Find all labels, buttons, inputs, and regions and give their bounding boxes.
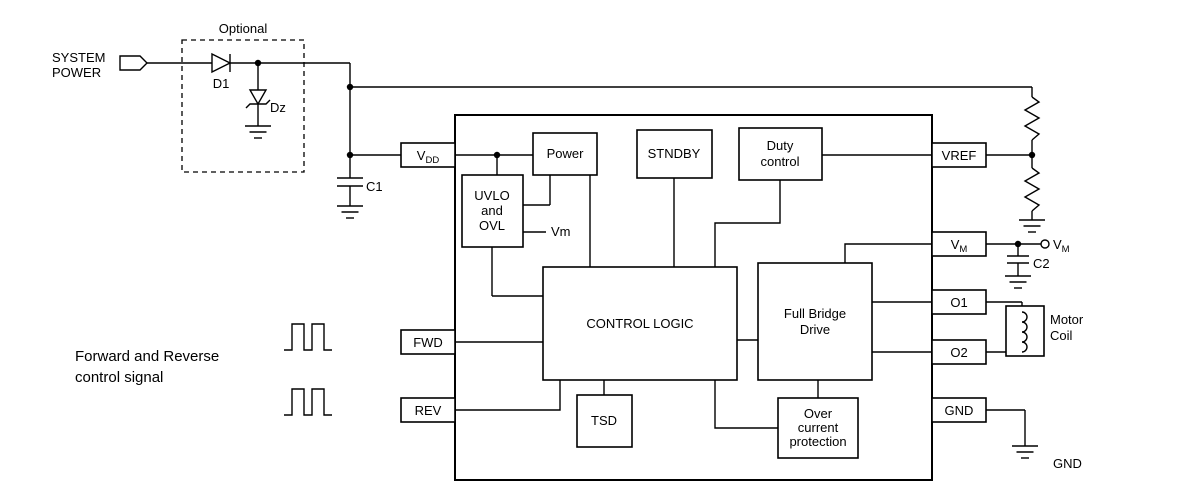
vm-terminal-circle xyxy=(1040,239,1050,249)
pin-fwd xyxy=(400,329,456,355)
tsd-block xyxy=(576,394,633,448)
fwd-pulse-waveform xyxy=(284,323,332,351)
uvlo-block-label-line1: UVLO xyxy=(474,188,509,203)
full-bridge-label-line1: Full Bridge xyxy=(784,306,846,321)
rev-pulse-waveform xyxy=(284,388,332,416)
capacitor-c1 xyxy=(337,155,363,206)
dz-label: Dz xyxy=(270,100,286,115)
system-power-connector xyxy=(119,55,148,71)
pin-o1-label: O1 xyxy=(950,295,967,310)
pin-vdd xyxy=(400,142,456,168)
ocp-block-label-line2: current xyxy=(798,420,839,435)
text-labels: Optional SYSTEM POWER D1 Dz C1 VDD FWD R… xyxy=(52,21,1084,471)
pin-vdd-label: VDD xyxy=(417,148,440,166)
stndby-block-label: STNDBY xyxy=(648,146,701,161)
pin-o2 xyxy=(931,339,987,365)
gnd-external-label: GND xyxy=(1053,456,1082,471)
pin-vm xyxy=(931,231,987,257)
uvlo-block-label-line3: OVL xyxy=(479,218,505,233)
c1-label: C1 xyxy=(366,179,383,194)
vm-node-label: Vm xyxy=(551,224,571,239)
optional-label: Optional xyxy=(219,21,268,36)
system-power-label-line2: POWER xyxy=(52,65,101,80)
d1-label: D1 xyxy=(213,76,230,91)
pin-fwd-label: FWD xyxy=(413,335,443,350)
motor-label-line1: Motor xyxy=(1050,312,1084,327)
stndby-block xyxy=(636,129,713,179)
power-block-label: Power xyxy=(547,146,585,161)
pin-vref xyxy=(931,142,987,168)
motor-label-line2: Coil xyxy=(1050,328,1073,343)
optional-region-box xyxy=(181,39,305,173)
internal-blocks xyxy=(461,127,873,459)
tsd-block-label: TSD xyxy=(591,413,617,428)
pin-vm-label: VM xyxy=(951,237,968,255)
pulse-waveforms xyxy=(284,323,332,416)
control-logic-label: CONTROL LOGIC xyxy=(586,316,693,331)
capacitor-c2 xyxy=(1007,255,1029,264)
pin-rev-label: REV xyxy=(415,403,442,418)
ground-divider xyxy=(1018,219,1046,233)
duty-block-label-line1: Duty xyxy=(767,138,794,153)
duty-control-block xyxy=(738,127,823,181)
full-bridge-drive-block xyxy=(757,262,873,381)
diode-d1 xyxy=(211,52,232,74)
uvlo-ovl-block xyxy=(461,174,524,248)
full-bridge-label-line2: Drive xyxy=(800,322,830,337)
control-logic-block xyxy=(542,266,738,381)
vm-terminal-label: VM xyxy=(1053,237,1070,255)
pin-rev xyxy=(400,397,456,423)
vref-resistor-divider xyxy=(1023,96,1041,212)
junction-dots xyxy=(254,59,1036,248)
over-current-protection-block xyxy=(777,397,859,459)
ground-zener xyxy=(244,125,272,139)
c2-label: C2 xyxy=(1033,256,1050,271)
ocp-block-label-line3: protection xyxy=(789,434,846,449)
ground-pin xyxy=(1011,445,1039,459)
system-power-label-line1: SYSTEM xyxy=(52,50,105,65)
pin-o2-label: O2 xyxy=(950,345,967,360)
control-signal-caption-line1: Forward and Reverse xyxy=(75,348,219,365)
ground-c2 xyxy=(1004,275,1032,289)
connection-wires xyxy=(147,62,1041,446)
pin-boxes xyxy=(400,142,987,423)
ground-c1 xyxy=(336,205,364,219)
pin-gnd-label: GND xyxy=(945,403,974,418)
power-block xyxy=(532,132,598,176)
zener-dz xyxy=(245,89,271,109)
duty-block-label-line2: control xyxy=(760,154,799,169)
uvlo-block-label-line2: and xyxy=(481,203,503,218)
pin-vref-label: VREF xyxy=(942,148,977,163)
motor-coil xyxy=(1005,305,1045,357)
pin-gnd xyxy=(931,397,987,423)
ocp-block-label-line1: Over xyxy=(804,406,833,421)
pin-o1 xyxy=(931,289,987,315)
control-signal-caption-line2: control signal xyxy=(75,369,163,386)
